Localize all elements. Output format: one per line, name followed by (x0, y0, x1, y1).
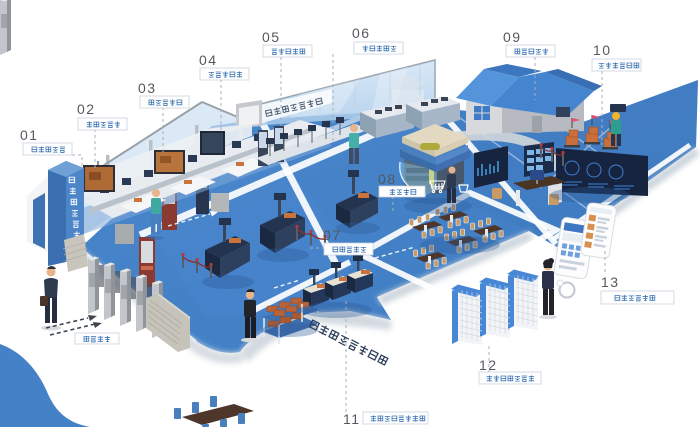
svg-text:09: 09 (503, 29, 522, 45)
svg-text:03: 03 (138, 80, 157, 96)
svg-text:06: 06 (352, 25, 371, 41)
svg-text:13: 13 (601, 274, 620, 290)
svg-text:04: 04 (199, 52, 218, 68)
svg-text:02: 02 (77, 101, 96, 117)
svg-text:11: 11 (343, 411, 361, 427)
svg-text:07: 07 (323, 227, 342, 243)
svg-text:10: 10 (593, 42, 612, 58)
svg-text:12: 12 (479, 357, 498, 373)
svg-text:08: 08 (378, 171, 397, 187)
svg-text:01: 01 (20, 127, 39, 143)
svg-text:05: 05 (262, 29, 281, 45)
